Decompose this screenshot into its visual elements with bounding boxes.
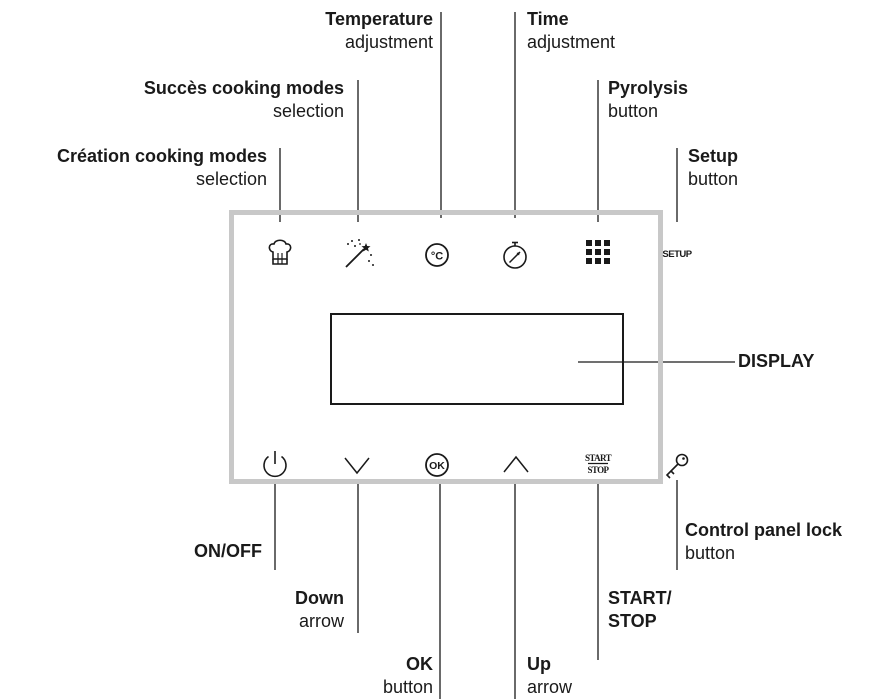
setup-button[interactable]: SETUP xyxy=(659,235,695,271)
creation-button[interactable] xyxy=(262,235,298,271)
time-button[interactable] xyxy=(497,237,533,273)
pyrolysis-grid-icon xyxy=(586,240,610,264)
label-creation: Création cooking modes selection xyxy=(56,146,267,189)
down-arrow-button[interactable] xyxy=(339,447,375,483)
start-stop-button[interactable]: START STOP xyxy=(580,446,616,482)
label-up: Up arrow xyxy=(527,654,573,697)
ok-icon: OK xyxy=(425,453,449,477)
label-control-lock: Control panel lock button xyxy=(685,520,843,563)
label-ok: OK button xyxy=(382,654,433,697)
magic-wand-icon xyxy=(345,239,374,268)
svg-text:SETUP: SETUP xyxy=(662,249,692,260)
ok-button[interactable]: OK xyxy=(419,447,455,483)
control-panel xyxy=(229,210,663,484)
chef-hat-icon xyxy=(268,239,292,265)
temperature-icon: °C xyxy=(425,243,449,267)
pyrolysis-button[interactable] xyxy=(580,234,616,270)
svg-text:OK: OK xyxy=(429,460,445,472)
chevron-up-icon xyxy=(503,455,529,473)
svg-text:STOP: STOP xyxy=(588,465,610,475)
label-display: DISPLAY xyxy=(738,351,815,371)
svg-text:°C: °C xyxy=(431,251,443,263)
label-on-off: ON/OFF xyxy=(194,541,262,561)
setup-text-icon: SETUP xyxy=(662,249,693,260)
on-off-button[interactable] xyxy=(257,447,293,483)
label-temperature: Temperature adjustment xyxy=(325,9,433,52)
succes-button[interactable] xyxy=(340,235,376,271)
display-screen xyxy=(330,313,624,405)
power-icon xyxy=(263,451,287,478)
start-stop-text-icon: START STOP xyxy=(585,453,612,475)
temperature-button[interactable]: °C xyxy=(419,237,455,273)
control-lock-button[interactable] xyxy=(659,447,695,483)
key-icon xyxy=(665,453,689,479)
label-succes: Succès cooking modes selection xyxy=(143,78,344,121)
label-setup: Setup button xyxy=(688,146,739,189)
timer-icon xyxy=(503,241,527,269)
label-pyrolysis: Pyrolysis button xyxy=(608,78,689,121)
up-arrow-button[interactable] xyxy=(498,447,534,483)
svg-text:START: START xyxy=(585,453,612,463)
label-down: Down arrow xyxy=(295,588,344,631)
label-start-stop: START/ STOP xyxy=(608,588,672,631)
chevron-down-icon xyxy=(344,457,370,475)
label-time: Time adjustment xyxy=(527,9,616,52)
